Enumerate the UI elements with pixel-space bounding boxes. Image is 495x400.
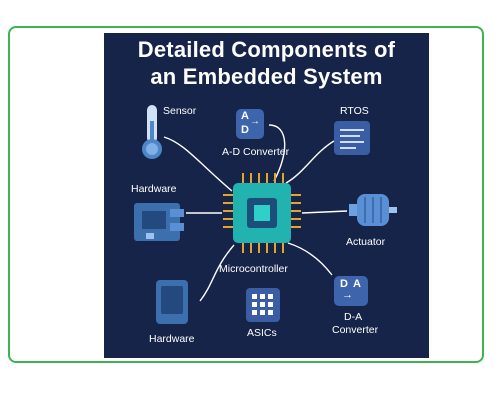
hardware-left-label: Hardware [131, 183, 177, 195]
ad-converter-label: A-D Converter [222, 146, 290, 158]
asic-grid-icon [246, 288, 280, 322]
asics-label: ASICs [247, 327, 277, 339]
arrow-icon: → [250, 116, 260, 127]
da-converter-label-line1: D-A [344, 311, 363, 323]
da-converter-label-line2: Converter [332, 324, 379, 336]
microcontroller-label: Microcontroller [219, 263, 288, 275]
da-icon-d: D [340, 278, 348, 290]
ad-icon-a: A [241, 110, 249, 122]
wire-actuator [301, 210, 348, 214]
circuit-board-icon [134, 203, 184, 241]
diagram-title-line1: Detailed Components of [137, 37, 396, 62]
wire-ad-converter [268, 124, 286, 182]
da-icon-a: A [353, 278, 361, 290]
rtos-icon [334, 121, 370, 155]
hardware-bottom-label: Hardware [149, 333, 195, 345]
motor-icon [349, 194, 397, 226]
wire-hardware-bottom [199, 244, 235, 302]
handheld-device-icon [156, 280, 188, 324]
actuator-label: Actuator [346, 236, 386, 248]
ad-converter-icon: A → D [236, 109, 264, 139]
rtos-label: RTOS [340, 105, 369, 117]
embedded-system-diagram: Detailed Components of an Embedded Syste… [104, 33, 429, 358]
wire-rtos [285, 140, 335, 184]
ad-icon-d: D [241, 124, 249, 136]
arrow-icon: → [342, 289, 353, 301]
da-converter-icon: D A → [334, 276, 368, 306]
microcontroller-chip-icon [223, 173, 301, 253]
sensor-label: Sensor [163, 105, 197, 117]
wire-da-converter [287, 242, 333, 276]
thermometer-icon [142, 105, 162, 159]
wire-sensor [163, 136, 233, 192]
diagram-title-line2: an Embedded System [150, 64, 383, 89]
connection-wires [163, 124, 348, 302]
